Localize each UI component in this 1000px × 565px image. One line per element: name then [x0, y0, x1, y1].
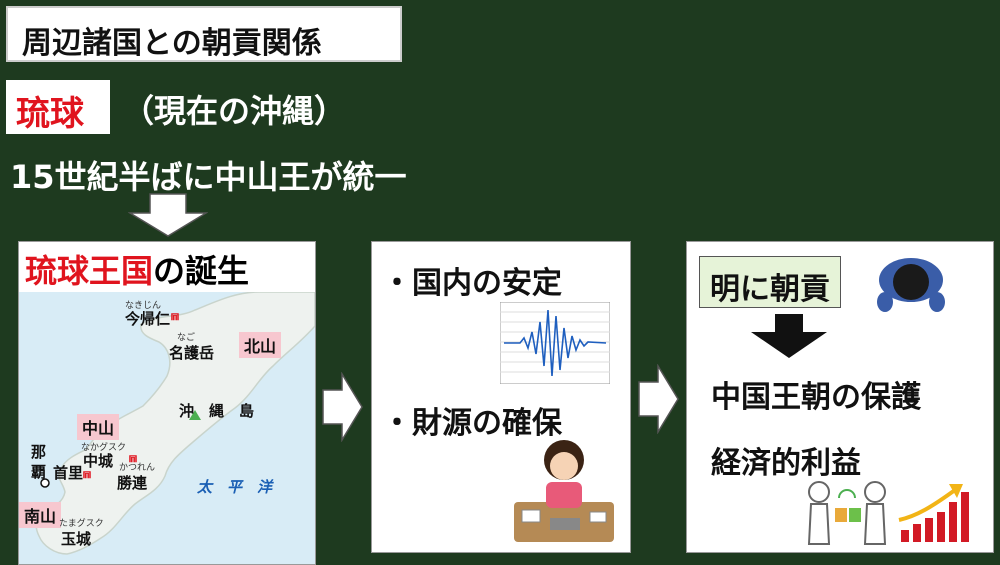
unification-text: 15世紀半ばに中山王が統一	[10, 158, 407, 196]
kingdom-title: 琉球王国の誕生	[25, 246, 249, 292]
page-title: 周辺諸国との朝貢関係	[22, 26, 322, 61]
kingdom-title-red: 琉球王国	[25, 252, 154, 290]
nakagusuku-ruby: なかグスク	[81, 443, 127, 453]
nakijin-ruby: なきじん	[125, 301, 162, 311]
seismograph-icon	[500, 302, 610, 384]
down-arrow-icon	[128, 193, 208, 237]
bowing-person-icon	[877, 258, 945, 312]
nago-ruby: なご	[177, 333, 196, 343]
castle-icon-katsuren: ⩎	[129, 450, 137, 466]
title-box: 周辺諸国との朝貢関係	[6, 6, 402, 62]
tamagusuku-label: 玉城	[61, 530, 92, 548]
nakijin-label: 今帰仁	[125, 310, 171, 328]
tamagusuku-ruby: たまグスク	[59, 519, 104, 529]
nakagusuku-label: 中城	[83, 452, 114, 470]
hokuzan-tag: 北山	[239, 332, 282, 358]
okinawa-map: なきじん 今帰仁 ⩎ なご 名護岳 北山 沖 縄 島 中山 なかグスク 中城 那…	[19, 292, 315, 564]
pacific-label: 太 平 洋	[197, 478, 273, 496]
accountant-woman-icon	[514, 440, 614, 542]
growth-chart-icon	[898, 484, 969, 542]
ryukyu-label: 琉球	[16, 94, 84, 134]
okinawa-label: 沖 縄 島	[179, 402, 255, 420]
ming-tribute-label: 明に朝貢	[710, 272, 830, 307]
ryukyu-box: 琉球	[6, 80, 110, 134]
katsuren-ruby: かつれん	[119, 463, 156, 473]
nanzan-tag: 南山	[19, 502, 62, 528]
ryukyu-note: （現在の沖縄）	[122, 92, 347, 130]
castle-icon-shuri: ⩎	[83, 466, 91, 482]
right-arrow-icon-2	[638, 364, 679, 434]
down-arrow-black-icon	[751, 314, 827, 358]
shuri-label: 首里	[53, 464, 84, 482]
tribute-panel: 明に朝貢 中国王朝の保護 経済的利益	[686, 241, 994, 553]
right-arrow-icon	[322, 372, 363, 442]
bullet-finance: ・財源の確保	[382, 406, 562, 441]
kingdom-title-rest: の誕生	[153, 252, 250, 290]
naha-label: 那 覇	[31, 443, 47, 481]
mountain-icon	[189, 410, 201, 420]
kingdom-panel: 琉球王国の誕生 なきじん 今帰仁 ⩎ なご 名護岳 北山 沖 縄 島 中山 なか…	[18, 241, 316, 565]
effects-panel: ・国内の安定 ・財源の確保	[371, 241, 631, 553]
naha-dot	[40, 478, 50, 488]
nago-label: 名護岳	[169, 344, 215, 362]
bullet-stability: ・国内の安定	[382, 266, 562, 301]
castle-icon-nakijin: ⩎	[171, 308, 179, 324]
result-protection: 中国王朝の保護	[711, 380, 921, 415]
chuzan-tag: 中山	[77, 414, 120, 440]
result-economic: 経済的利益	[711, 446, 861, 481]
trade-people-icon	[807, 481, 887, 545]
ming-tribute-box: 明に朝貢	[699, 256, 841, 308]
katsuren-label: 勝連	[117, 474, 148, 492]
